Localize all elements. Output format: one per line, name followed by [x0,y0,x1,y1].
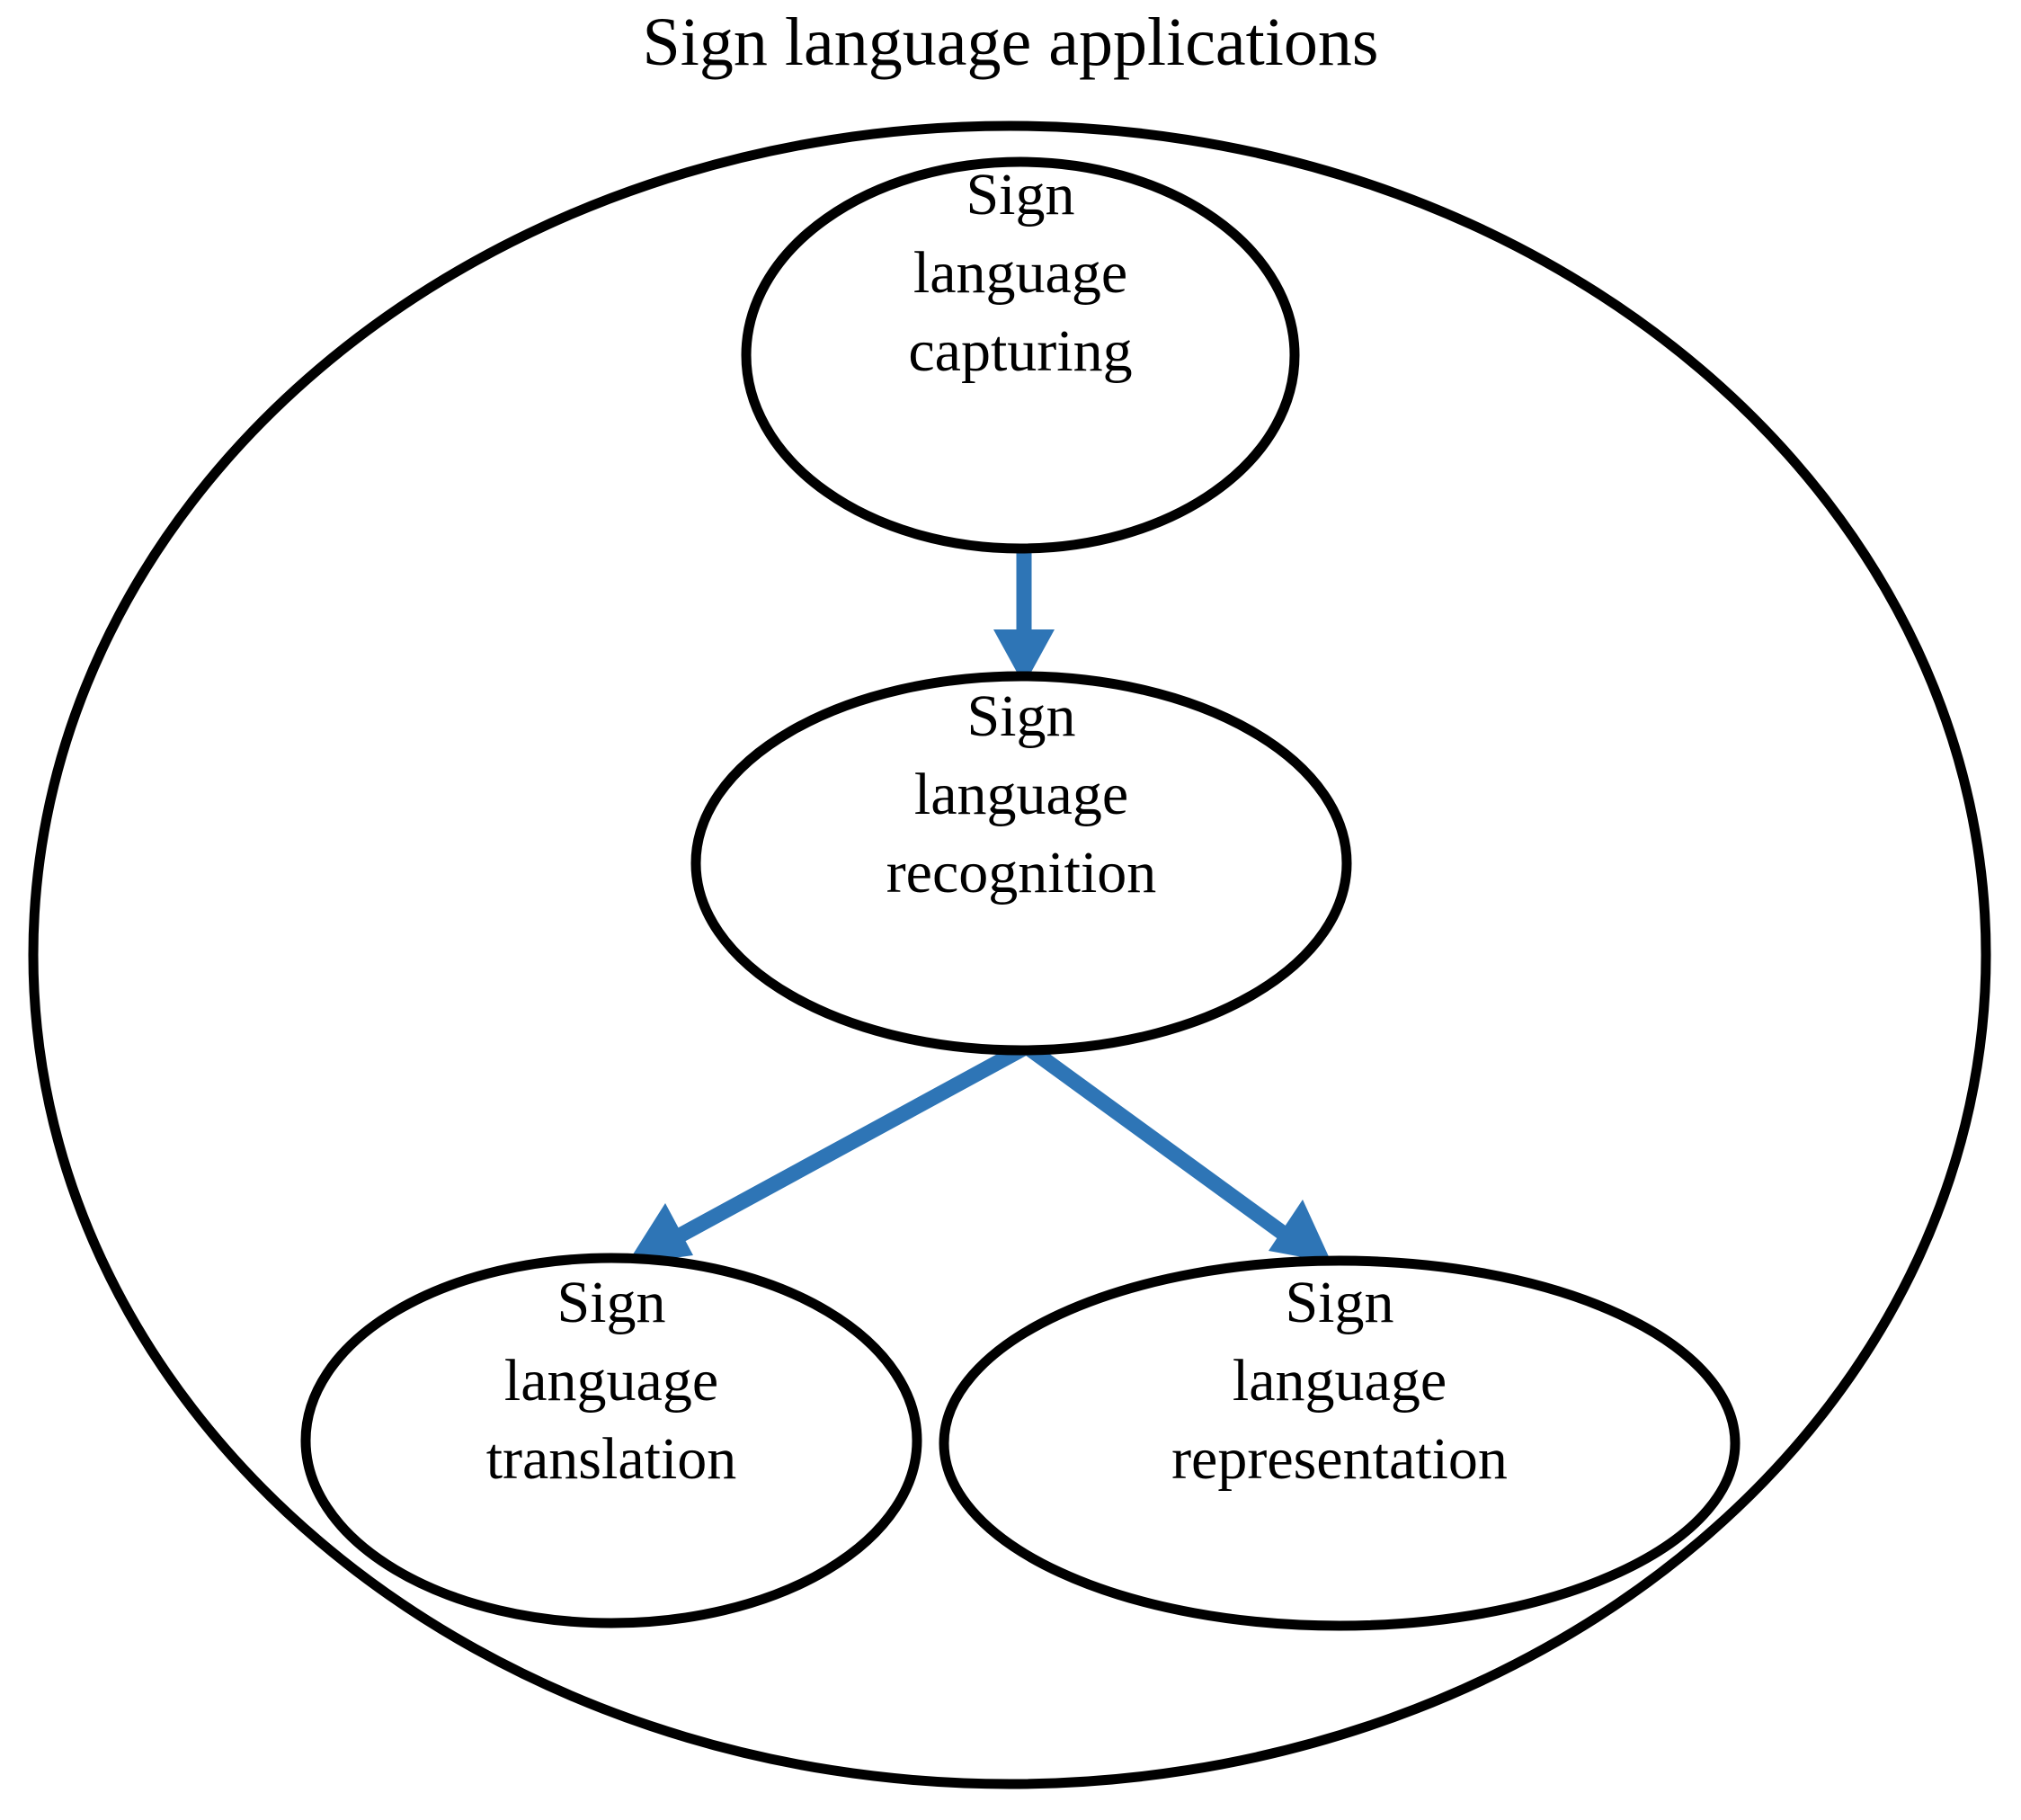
node-translation-label-line2: language [504,1348,718,1414]
node-capturing-label-line2: language [913,240,1127,306]
arrow-recognition-to-translation [627,1039,1031,1264]
node-representation-label-line3: representation [1171,1426,1508,1492]
node-translation-label-line3: translation [486,1426,737,1492]
node-recognition-ellipse[interactable] [690,671,1352,1056]
node-sign-language-translation[interactable]: Sign language translation [300,1253,922,1628]
arrow-head-down-right-icon [1269,1200,1331,1262]
node-recognition-label-line3: recognition [886,840,1157,906]
node-representation-ellipse[interactable] [939,1255,1741,1631]
node-sign-language-representation[interactable]: Sign language representation [939,1255,1741,1631]
node-representation-label-line2: language [1233,1348,1447,1414]
page-title: Sign language applications [643,4,1379,80]
node-capturing-label-line1: Sign [966,162,1074,228]
arrow-head-down-icon [993,629,1055,685]
arrow-recognition-to-representation [1021,1040,1331,1262]
node-recognition-label-line1: Sign [966,683,1075,749]
node-sign-language-capturing[interactable]: Sign language capturing [741,156,1300,554]
container-ellipse-sign-language-applications [28,120,1991,1789]
node-translation-ellipse[interactable] [300,1253,922,1628]
node-representation-label-line1: Sign [1285,1270,1393,1335]
node-recognition-label-line2: language [914,762,1128,827]
arrow-head-down-left-icon [627,1203,693,1264]
node-sign-language-recognition[interactable]: Sign language recognition [690,671,1352,1056]
node-capturing-label-line3: capturing [908,318,1132,384]
node-translation-label-line1: Sign [556,1270,665,1335]
arrow-capturing-to-recognition [993,540,1055,685]
node-capturing-ellipse[interactable] [741,156,1300,554]
